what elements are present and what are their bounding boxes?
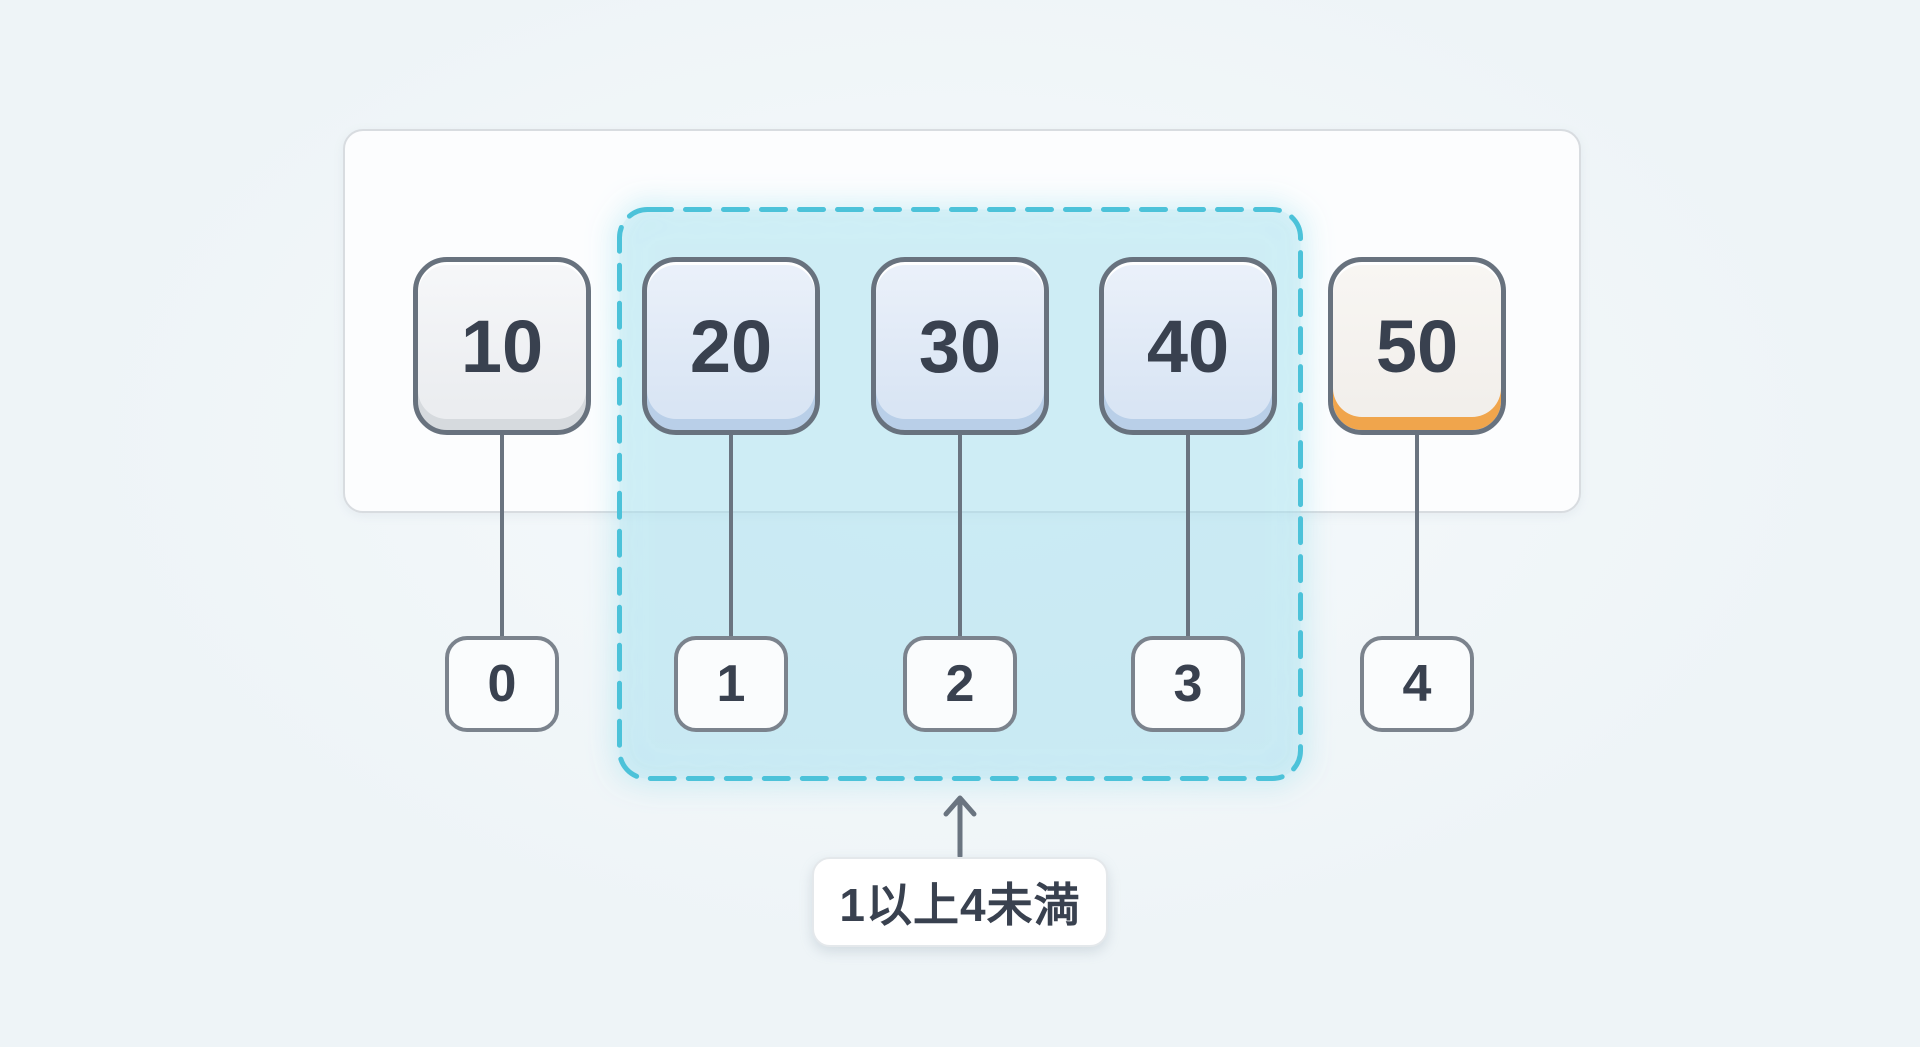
connector-line — [958, 430, 962, 640]
array-cell: 10 — [413, 257, 591, 435]
connector-line — [500, 430, 504, 640]
connector-line — [1186, 430, 1190, 640]
array-cell: 40 — [1099, 257, 1277, 435]
up-arrow-icon — [943, 795, 977, 858]
array-cell: 50 — [1328, 257, 1506, 435]
index-box: 2 — [903, 636, 1017, 732]
index-box: 1 — [674, 636, 788, 732]
array-cell: 20 — [642, 257, 820, 435]
range-annotation-label: 1以上4未満 — [812, 857, 1108, 947]
index-box: 4 — [1360, 636, 1474, 732]
connector-line — [1415, 430, 1419, 640]
connector-line — [729, 430, 733, 640]
index-box: 3 — [1131, 636, 1245, 732]
array-cell: 30 — [871, 257, 1049, 435]
index-box: 0 — [445, 636, 559, 732]
